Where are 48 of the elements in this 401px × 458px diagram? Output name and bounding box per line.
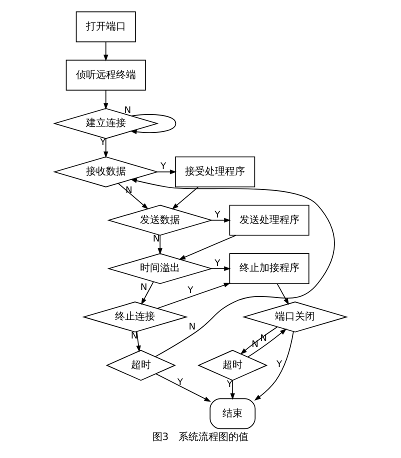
node-box: 侦听远程终端: [66, 60, 146, 91]
arrow: [172, 186, 199, 210]
edge-label: Y: [214, 210, 220, 221]
node-box: 发送处理程序: [229, 204, 310, 236]
edge-label: N: [130, 330, 138, 342]
arrow: [254, 331, 294, 401]
edge-label: Y: [214, 258, 220, 269]
edge-label: Y: [276, 358, 282, 370]
node-diamond: 接收数据: [53, 156, 159, 188]
edge-label: Y: [177, 376, 183, 388]
arrow: [211, 218, 231, 223]
node-diamond: 发送数据: [107, 204, 213, 236]
edge-label: N: [252, 339, 258, 350]
arrow: [136, 331, 141, 352]
node-box: 终止加接程序: [229, 253, 310, 284]
edge-label: N: [124, 105, 132, 116]
arrow: [178, 234, 236, 260]
arrow: [157, 282, 231, 309]
arrow: [130, 178, 335, 357]
arrow: [118, 182, 148, 210]
arrow: [240, 326, 278, 354]
edge-label: N: [260, 332, 268, 344]
arrow: [247, 328, 287, 358]
arrow: [104, 138, 108, 158]
node-diamond: 终止连接: [82, 302, 188, 332]
arrow: [276, 283, 289, 305]
arrow: [130, 114, 176, 134]
node-box: 接受处理程序: [175, 156, 256, 188]
arrow: [104, 42, 108, 62]
node-diamond: 超时: [198, 350, 268, 381]
edge-label: Y: [160, 161, 166, 172]
arrow: [230, 380, 235, 400]
arrow: [156, 373, 211, 402]
node-diamond: 超时: [106, 350, 176, 381]
caption: 图3 系统流程图的值: [152, 432, 249, 444]
node-box: 打开端口: [76, 11, 136, 42]
arrow: [141, 281, 154, 305]
edge-label: Y: [188, 285, 194, 296]
node-box: 结束: [210, 398, 256, 430]
edge-label: N: [188, 321, 196, 332]
node-diamond: 端口关闭: [242, 302, 348, 332]
arrow: [156, 170, 177, 174]
arrow: [211, 266, 231, 271]
edge-label: N: [152, 234, 160, 245]
arrow: [158, 234, 162, 255]
edge-label: N: [140, 282, 148, 294]
arrow: [104, 90, 108, 110]
edge-label: Y: [100, 136, 106, 148]
